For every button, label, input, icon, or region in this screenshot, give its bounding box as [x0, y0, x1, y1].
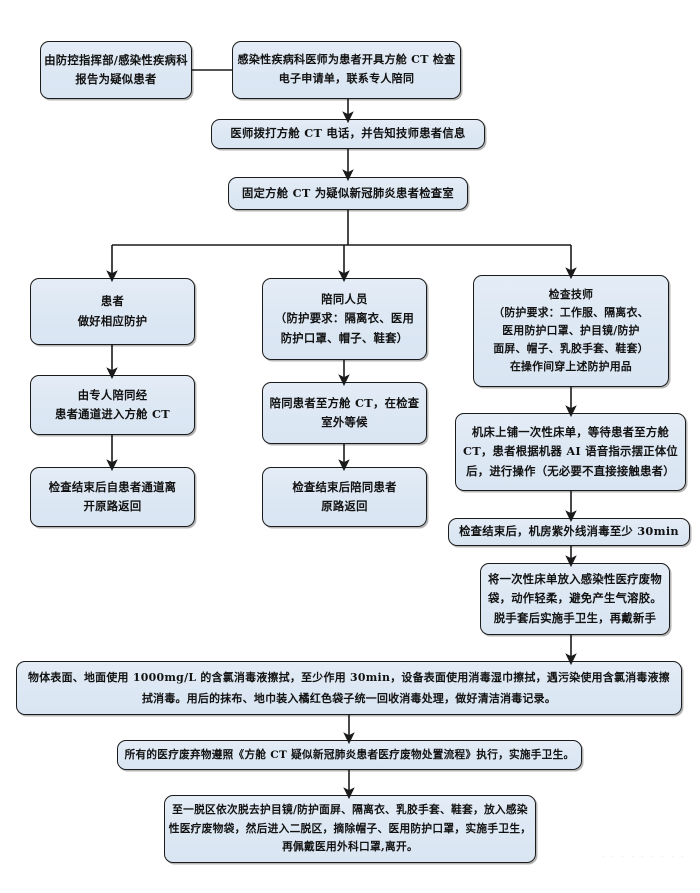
node-designate-ct-exam-room: 固定方舱 CT 为疑似新冠肺炎患者检查室 [228, 177, 468, 210]
node-line: 室外等候 [321, 415, 368, 429]
node-line: 脱手套后实施手卫生，再戴新手 [493, 610, 657, 625]
node-medical-waste-procedure: 所有的医疗废弃物遵照《方舱 CT 疑似新冠肺炎患者医疗废物处置流程》执行，实施手… [117, 740, 582, 770]
node-line: 由防控指挥部/感染性疾病科 [44, 52, 188, 67]
node-line: （防护要求：工作服、隔离衣、 [493, 305, 649, 319]
node-line: 防护口罩、帽子、鞋套） [280, 330, 409, 345]
node-line: 检查结束后自患者通道离 [48, 479, 177, 494]
node-doffing-ppe-procedure: 至一脱区依次脱去护目镜/防护面屏、隔离衣、乳胶手套、鞋套，放入感染性医疗废物袋，… [164, 795, 536, 863]
node-line: （防护要求：隔离衣、医用 [274, 311, 415, 326]
node-line: 检查技师 [548, 287, 594, 301]
node-line: CT，患者根据机器 AI 语音指示摆正体位 [462, 444, 679, 459]
node-line: 由专人陪同经 [77, 387, 148, 402]
node-line: 后，进行操作（无必要不直接接触患者） [466, 463, 675, 478]
node-escort-waits-outside: 陪同患者至方舱 CT，在检查室外等候 [262, 382, 427, 444]
node-line: 拭消毒。用后的抹布、地巾装入橘红色袋子统一回收消毒处理，做好清洁消毒记录。 [141, 692, 557, 705]
node-doctor-calls-ct-room: 医师拨打方舱 CT 电话，并告知技师患者信息 [211, 119, 485, 149]
node-escort-staff-ppe: 陪同人员 （防护要求：隔离衣、医用防护口罩、帽子、鞋套） [262, 278, 427, 360]
node-line: 面屏、帽子、乳胶手套、鞋套） [493, 342, 649, 356]
node-line: 患者通道进入方舱 CT [54, 407, 170, 421]
node-patient-escorted-to-ct: 由专人陪同经患者通道进入方舱 CT [30, 375, 195, 435]
node-uv-disinfection-after-exam: 检查结束后，机房紫外线消毒至少 30min [448, 518, 690, 546]
node-surface-disinfection: 物体表面、地面使用 1000mg/L 的含氯消毒液擦拭，至少作用 30min，设… [16, 661, 682, 715]
node-line: 机床上铺一次性床单，等待患者至方舱 [471, 424, 670, 439]
node-line: 在操作间穿上述防护用品 [509, 360, 633, 374]
node-line: 报告为疑似患者 [75, 72, 157, 86]
node-line: 陪同患者至方舱 CT，在检查 [269, 395, 420, 410]
node-line: 感染性疾病科医师为患者开具方舱 CT 检查 [237, 53, 456, 67]
node-exam-operation-steps: 机床上铺一次性床单，等待患者至方舱 CT，患者根据机器 AI 语音指示摆正体位后，… [455, 413, 686, 491]
node-line: 医师拨打方舱 CT 电话，并告知技师患者信息 [230, 126, 466, 141]
node-line: 做好相应防护 [77, 313, 148, 328]
node-dispose-bed-sheet: 将一次性床单放入感染性医疗废物袋，动作轻柔，避免产生气溶胶。脱手套后实施手卫生，… [480, 563, 670, 635]
node-line: 所有的医疗废弃物遵照《方舱 CT 疑似新冠肺炎患者医疗废物处置流程》执行，实施手… [124, 748, 575, 761]
node-line: 原路返回 [321, 499, 368, 513]
node-line: 检查结束后，机房紫外线消毒至少 30min [459, 524, 679, 539]
node-line: 医用防护口罩、护目镜/防护 [502, 323, 640, 337]
node-doctor-issues-ct-order: 感染性疾病科医师为患者开具方舱 CT 检查电子申请单，联系专人陪同 [232, 41, 461, 99]
node-line: 陪同人员 [321, 291, 368, 306]
node-line: 袋，动作轻柔，避免产生气溶胶。 [488, 591, 662, 606]
node-patient-returns-after-exam: 检查结束后自患者通道离开原路返回 [30, 467, 195, 527]
node-line: 性医疗废物袋，然后进入二脱区，摘除帽子、医用防护口罩，实施手卫生， [168, 821, 532, 835]
node-line: 患者 [100, 294, 125, 309]
node-line: 检查结束后陪同患者 [292, 479, 397, 494]
node-technician-ppe: 检查技师 （防护要求：工作服、隔离衣、医用防护口罩、护目镜/防护面屏、帽子、乳胶手… [473, 275, 669, 387]
node-escort-returns-with-patient: 检查结束后陪同患者原路返回 [262, 467, 427, 527]
node-line: 再佩戴医用外科口罩,离开。 [282, 840, 418, 854]
watermark: · · · · · · · · · [601, 852, 686, 861]
node-line: 开原路返回 [83, 499, 142, 513]
node-line: 物体表面、地面使用 1000mg/L 的含氯消毒液擦拭，至少作用 30min，设… [28, 670, 670, 684]
node-line: 将一次性床单放入感染性医疗废物 [488, 571, 662, 586]
node-line: 至一脱区依次脱去护目镜/防护面屏、隔离衣、乳胶手套、鞋套，放入感染 [172, 803, 528, 817]
node-patient-protection: 患者做好相应防护 [30, 278, 195, 345]
node-line: 固定方舱 CT 为疑似新冠肺炎患者检查室 [241, 185, 454, 200]
node-report-suspected-case: 由防控指挥部/感染性疾病科报告为疑似患者 [40, 41, 192, 99]
node-line: 电子申请单，联系专人陪同 [278, 72, 415, 85]
